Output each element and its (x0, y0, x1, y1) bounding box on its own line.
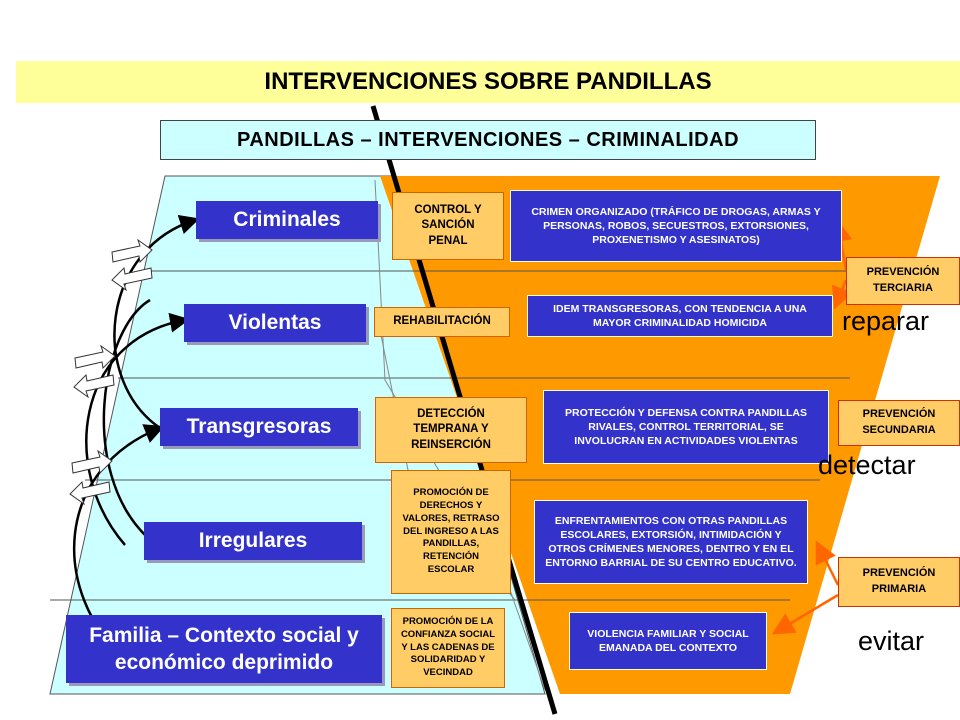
intervention-deteccion: DETECCIÓN TEMPRANA Y REINSERCIÓN (375, 397, 527, 463)
level-criminales: Criminales (196, 201, 378, 239)
description-violentas: IDEM TRANSGRESORAS, CON TENDENCIA A UNA … (527, 295, 833, 337)
page-title: INTERVENCIONES SOBRE PANDILLAS (16, 61, 960, 103)
level-familia: Familia – Contexto social y económico de… (66, 615, 382, 683)
level-transgresoras: Transgresoras (160, 408, 358, 446)
return-arrows (69, 238, 153, 506)
description-transgresoras: PROTECCIÓN Y DEFENSA CONTRA PANDILLAS RI… (543, 390, 829, 464)
intervention-control-sancion: CONTROL Y SANCIÓN PENAL (392, 192, 504, 260)
description-criminales: CRIMEN ORGANIZADO (TRÁFICO DE DROGAS, AR… (510, 190, 842, 262)
verb-evitar: evitar (858, 626, 925, 656)
verb-detectar: detectar (818, 450, 916, 480)
level-violentas: Violentas (184, 304, 366, 342)
intervention-promocion-confianza: PROMOCIÓN DE LA CONFIANZA SOCIAL Y LAS C… (391, 608, 505, 688)
verb-reparar: reparar (842, 306, 930, 336)
prevention-secundaria: PREVENCIÓN SECUNDARIA (838, 400, 960, 446)
subtitle-box: PANDILLAS – INTERVENCIONES – CRIMINALIDA… (160, 120, 816, 160)
intervention-rehabilitacion: REHABILITACIÓN (374, 307, 510, 337)
intervention-promocion-derechos: PROMOCIÓN DE DERECHOS Y VALORES, RETRASO… (391, 470, 511, 594)
description-familia: VIOLENCIA FAMILIAR Y SOCIAL EMANADA DEL … (569, 612, 767, 670)
level-irregulares: Irregulares (144, 522, 362, 560)
description-irregulares: ENFRENTAMIENTOS CON OTRAS PANDILLAS ESCO… (534, 500, 808, 584)
prevention-terciaria: PREVENCIÓN TERCIARIA (846, 257, 960, 305)
prevention-primaria: PREVENCIÓN PRIMARIA (838, 557, 960, 607)
